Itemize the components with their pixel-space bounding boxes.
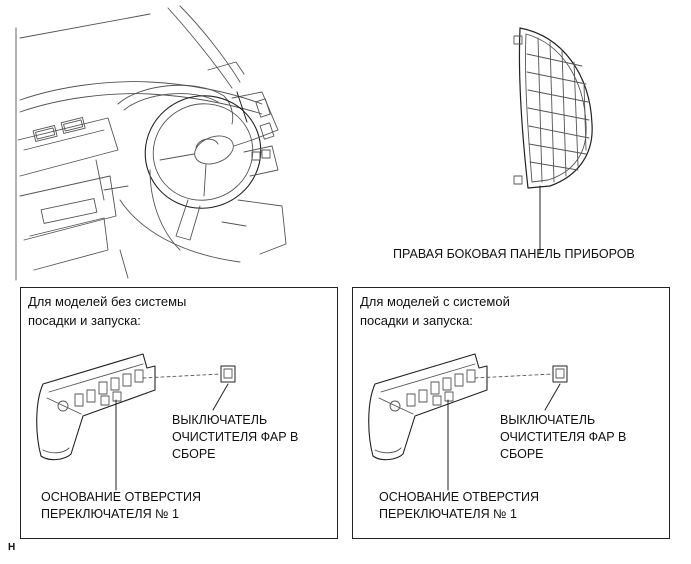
right-box-title-line1: Для моделей с системой <box>360 294 510 309</box>
right-switch-label-line2: ОЧИСТИТЕЛЯ ФАР В <box>500 430 627 444</box>
left-box-title: Для моделей без системы посадки и запуск… <box>28 292 186 330</box>
left-base-label-line1: ОСНОВАНИЕ ОТВЕРСТИЯ <box>41 490 202 504</box>
right-base-label-line2: ПЕРЕКЛЮЧАТЕЛЯ № 1 <box>379 507 517 521</box>
right-box-title: Для моделей с системой посадки и запуска… <box>360 292 510 330</box>
switch-base-illustration <box>36 353 236 491</box>
left-box-title-line1: Для моделей без системы <box>28 294 187 309</box>
left-switch-label: ВЫКЛЮЧАТЕЛЬ ОЧИСТИТЕЛЯ ФАР В СБОРЕ <box>172 412 298 463</box>
right-base-label-line1: ОСНОВАНИЕ ОТВЕРСТИЯ <box>379 490 540 504</box>
right-side-panel-illustration <box>513 27 593 255</box>
left-box-title-line2: посадки и запуска: <box>28 313 141 328</box>
right-model-box: Для моделей с системой посадки и запуска… <box>352 287 670 539</box>
right-switch-label: ВЫКЛЮЧАТЕЛЬ ОЧИСТИТЕЛЯ ФАР В СБОРЕ <box>500 412 626 463</box>
left-switch-label-line3: СБОРЕ <box>172 447 216 461</box>
left-base-label: ОСНОВАНИЕ ОТВЕРСТИЯ ПЕРЕКЛЮЧАТЕЛЯ № 1 <box>41 489 201 523</box>
right-box-title-line2: посадки и запуска: <box>360 313 473 328</box>
left-model-box: Для моделей без системы посадки и запуск… <box>20 287 338 539</box>
switch-base-illustration <box>368 353 568 491</box>
left-base-label-line2: ПЕРЕКЛЮЧАТЕЛЯ № 1 <box>41 507 179 521</box>
figure-code: H <box>8 542 16 553</box>
left-switch-label-line2: ОЧИСТИТЕЛЯ ФАР В <box>172 430 299 444</box>
dashboard-illustration <box>15 5 287 281</box>
right-side-panel-label: ПРАВАЯ БОКОВАЯ ПАНЕЛЬ ПРИБОРОВ <box>393 247 635 261</box>
right-base-label: ОСНОВАНИЕ ОТВЕРСТИЯ ПЕРЕКЛЮЧАТЕЛЯ № 1 <box>379 489 539 523</box>
right-switch-label-line3: СБОРЕ <box>500 447 544 461</box>
left-switch-label-line1: ВЫКЛЮЧАТЕЛЬ <box>172 413 268 427</box>
right-switch-label-line1: ВЫКЛЮЧАТЕЛЬ <box>500 413 596 427</box>
